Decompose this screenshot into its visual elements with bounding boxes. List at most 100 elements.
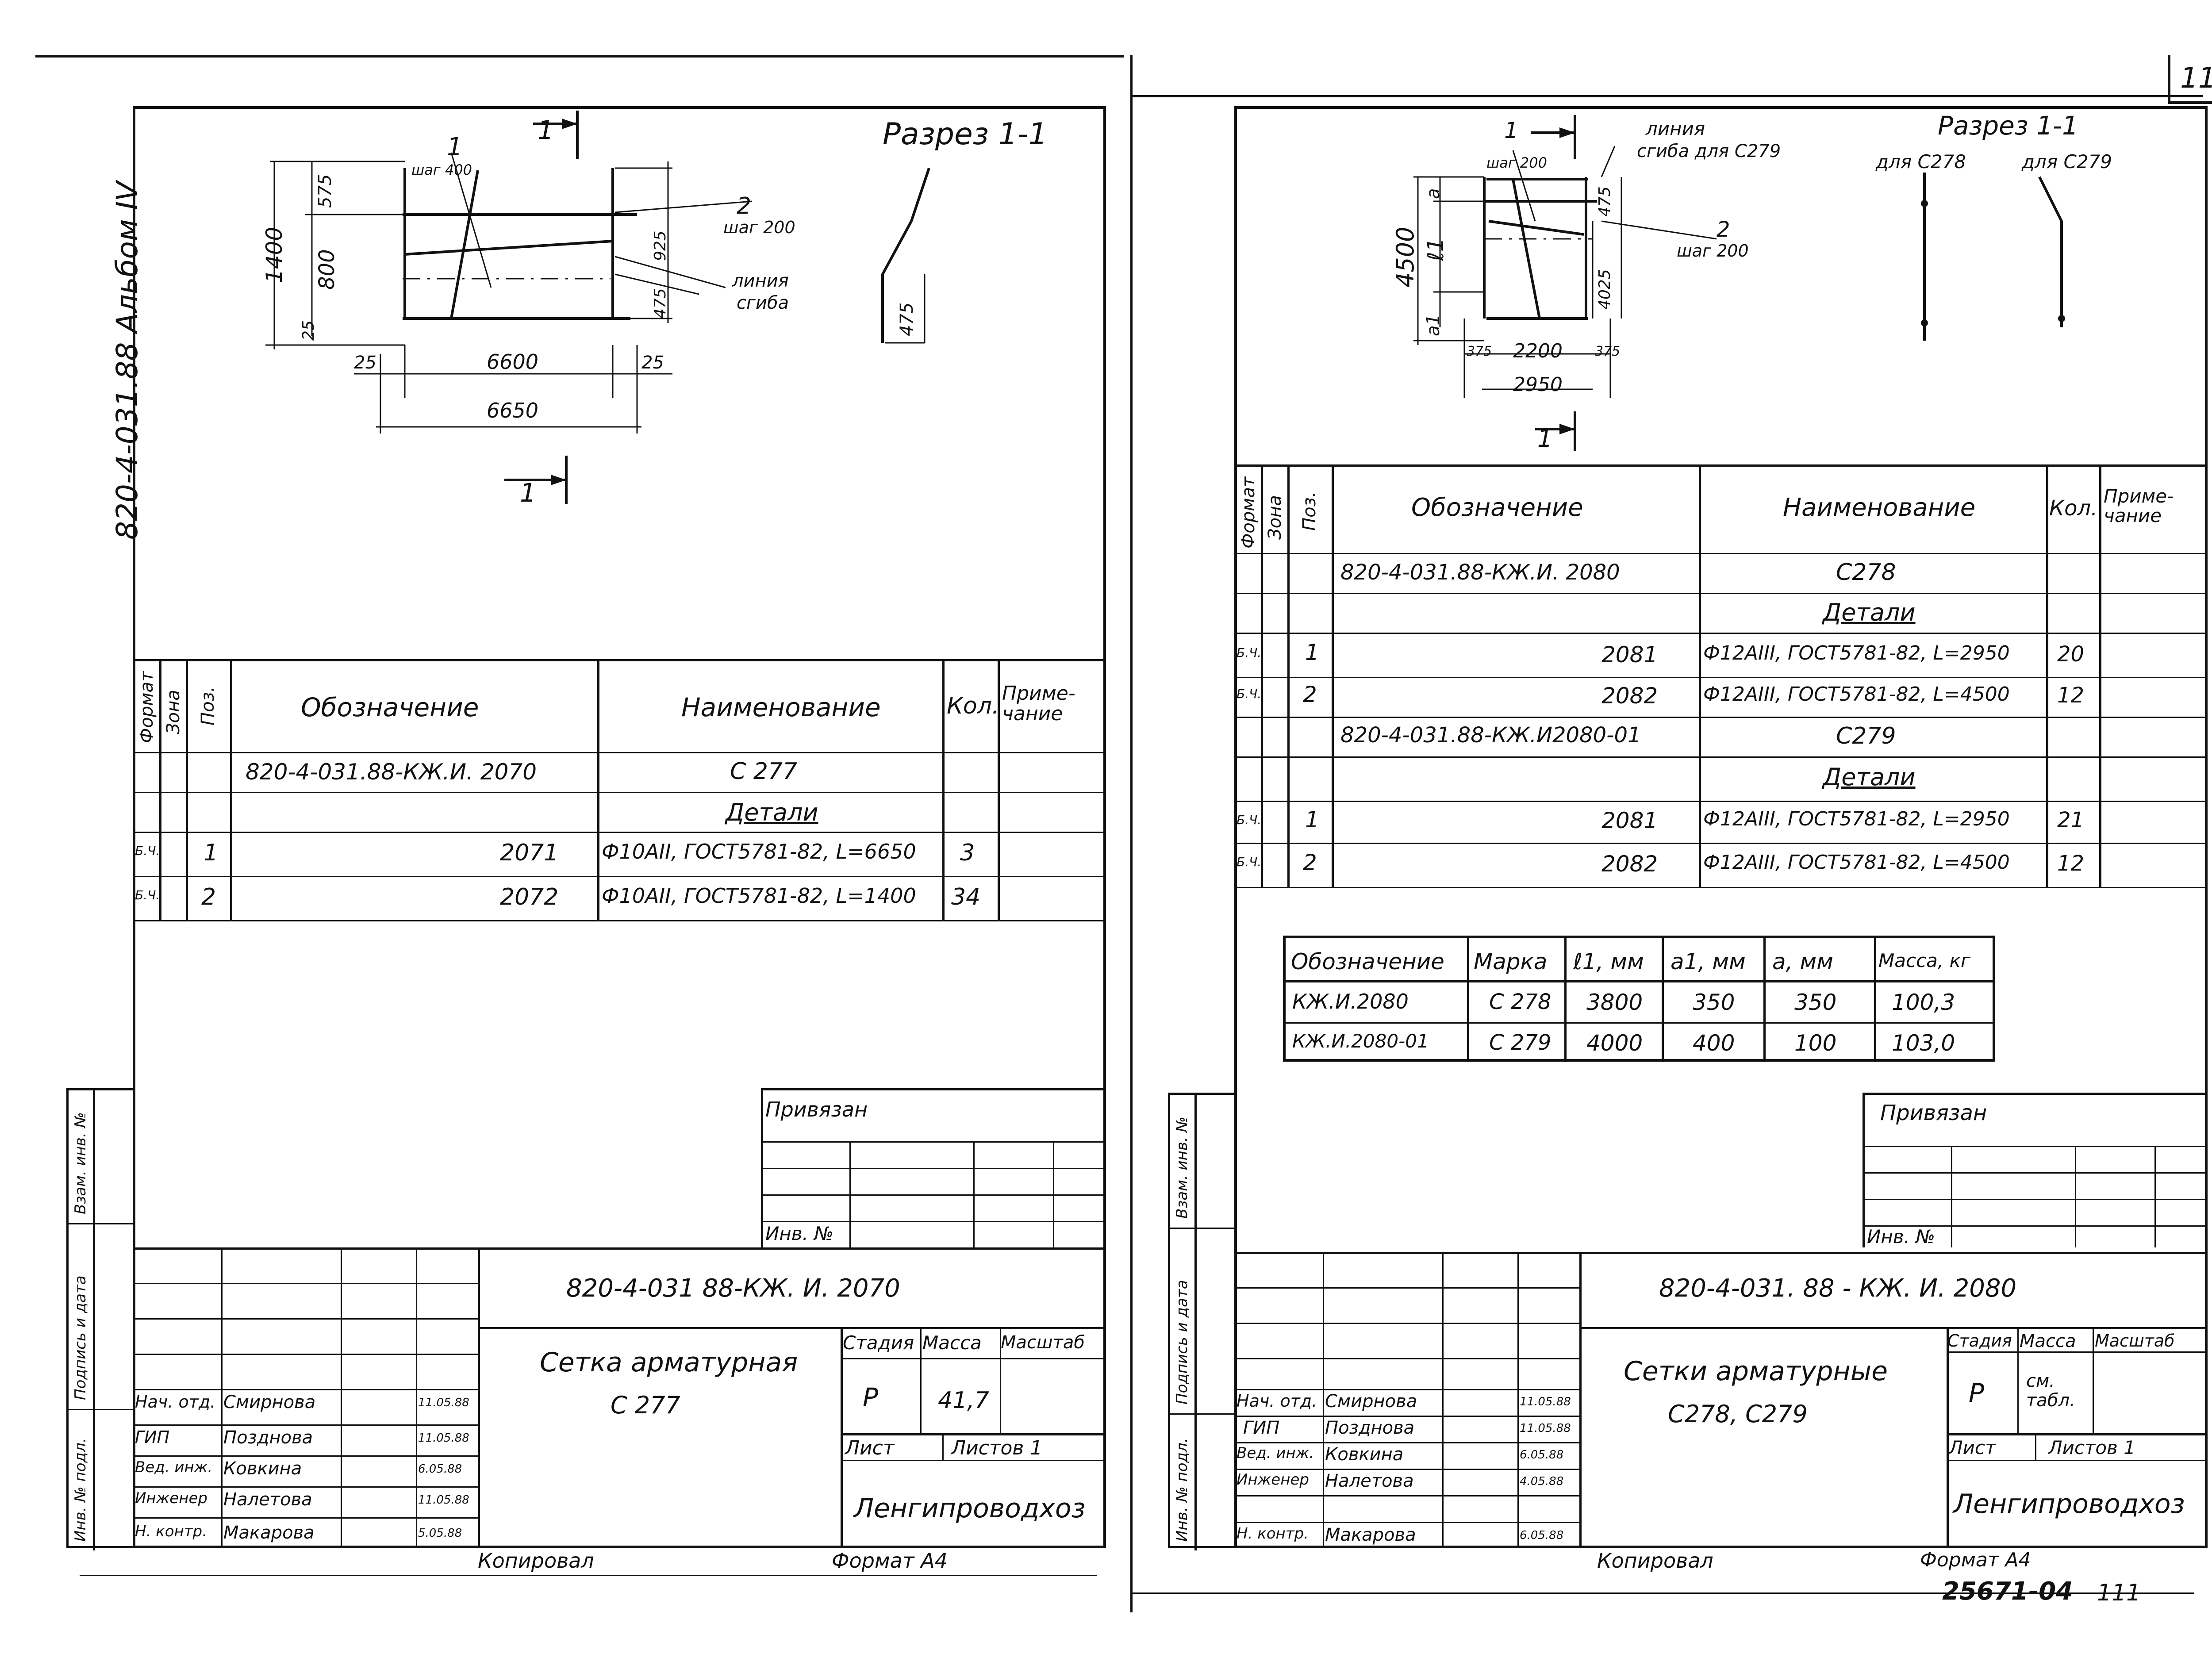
right-row5-designation: 820-4-031.88-КЖ.И2080-01	[1340, 723, 1641, 748]
left-stamp-title-1: Сетка арматурная	[540, 1347, 798, 1378]
right-role-0: Нач. отд.	[1237, 1391, 1317, 1411]
left-privyazan-label: Привязан	[765, 1097, 868, 1121]
right-row3-designation: 2081	[1601, 642, 1658, 668]
left-th-name: Наименование	[681, 692, 881, 722]
right-inv-label: Инв. №	[1867, 1226, 1936, 1247]
right-row7-qty: 21	[2057, 808, 2085, 833]
right-row8-name: Ф12АIII, ГОСТ5781-82, L=4500	[1703, 851, 2010, 874]
left-role-1: ГИП	[135, 1427, 170, 1447]
right-section-title: Разрез 1-1	[1938, 111, 2078, 141]
params-th-0: Обозначение	[1291, 949, 1444, 975]
right-role-4: Н. контр.	[1237, 1525, 1309, 1543]
right-date-0: 11.05.88	[1520, 1395, 1571, 1408]
right-step200b: шаг 200	[1677, 241, 1749, 261]
left-role-3: Инженер	[135, 1489, 207, 1507]
right-row8-designation: 2082	[1601, 851, 1658, 877]
right-dim-2950: 2950	[1513, 373, 1563, 396]
right-copied: Копировал	[1597, 1549, 1713, 1573]
left-name-4: Макарова	[223, 1523, 315, 1543]
right-th-format: Формат	[1238, 476, 1259, 549]
right-dim-2200: 2200	[1513, 340, 1563, 362]
left-step200: шаг 200	[723, 218, 795, 237]
right-dim-375b: 375	[1595, 344, 1621, 359]
right-privyazan-block: Привязан Инв. №	[1863, 1093, 2208, 1247]
left-bend-line-2: сгиба	[737, 293, 789, 313]
params-th-5: Масса, кг	[1878, 950, 1971, 971]
right-date-4: 6.05.88	[1520, 1529, 1564, 1542]
right-dim-4025: 4025	[1596, 269, 1614, 310]
right-th-pos: Поз.	[1299, 491, 1320, 531]
params-r1-c2: 3800	[1586, 990, 1643, 1015]
right-row4-fmt: Б.Ч.	[1237, 687, 1262, 701]
left-spec-table: Формат Зона Поз. Обозначение Наименовани…	[133, 659, 1106, 925]
left-section-title: Разрез 1-1	[883, 117, 1048, 152]
center-fold-line	[1130, 55, 1133, 1612]
right-row8-fmt: Б.Ч.	[1237, 855, 1262, 869]
left-th-designation: Обозначение	[301, 692, 479, 722]
params-r2-c1: С 279	[1489, 1030, 1551, 1055]
left-role-0: Нач. отд.	[135, 1392, 216, 1412]
right-dim-a: а	[1423, 188, 1444, 199]
left-row1-name: С 277	[730, 758, 798, 785]
left-date-0: 11.05.88	[418, 1396, 469, 1409]
top-rule-right	[1133, 95, 2203, 97]
left-stamp-code: 820-4-031 88-КЖ. И. 2070	[566, 1274, 900, 1303]
params-r1-c1: С 278	[1489, 990, 1551, 1014]
right-th-qty: Кол.	[2049, 496, 2098, 521]
right-name-1: Позднова	[1325, 1418, 1415, 1438]
right-for-c278: для С278	[1876, 151, 1966, 173]
left-cut-mark-top: 1	[538, 115, 554, 145]
right-row3-name: Ф12АIII, ГОСТ5781-82, L=2950	[1703, 642, 2010, 664]
left-name-1: Позднова	[223, 1427, 313, 1448]
right-name-0: Смирнова	[1325, 1391, 1417, 1412]
right-sheet-label: Лист	[1949, 1437, 1996, 1458]
right-th-designation: Обозначение	[1411, 493, 1583, 522]
left-row3-pos: 1	[204, 840, 219, 866]
right-th-note: Приме-чание	[2104, 485, 2174, 527]
left-dim-6600: 6600	[487, 350, 539, 374]
params-r2-c4: 100	[1794, 1030, 1837, 1056]
params-r2-c2: 4000	[1586, 1030, 1643, 1056]
params-r2-c5: 103,0	[1892, 1030, 1955, 1056]
left-dim-25a: 25	[354, 353, 376, 373]
left-format: Формат А4	[832, 1549, 948, 1573]
left-bend-line-1: линия	[732, 271, 789, 291]
params-r1-c3: 350	[1693, 990, 1735, 1015]
right-row2-name: Детали	[1823, 599, 1916, 626]
right-dim-375a: 375	[1467, 344, 1492, 359]
right-name-2: Ковкина	[1325, 1444, 1404, 1465]
right-role-2: Вед. инж.	[1237, 1444, 1314, 1462]
left-org: Ленгипроводхоз	[854, 1493, 1086, 1524]
right-side-vzam: Взам. инв. №	[1173, 1117, 1191, 1219]
left-title-block: Нач. отд. Смирнова 11.05.88 ГИП Позднова…	[133, 1247, 1106, 1548]
left-row1-designation: 820-4-031.88-КЖ.И. 2070	[246, 759, 537, 785]
left-dim-25b: 25	[641, 353, 664, 373]
top-rule-left	[35, 55, 1124, 58]
page-number-box: 110	[2168, 55, 2212, 104]
left-role-4: Н. контр.	[135, 1523, 207, 1540]
left-date-1: 11.05.88	[418, 1431, 469, 1445]
archive-number: 25671-04	[1942, 1577, 2073, 1606]
right-role-3: Инженер	[1237, 1471, 1309, 1489]
right-side-inv-podl: Инв. № подл.	[1173, 1438, 1191, 1542]
right-stamp-title-2: С278, С279	[1668, 1400, 1808, 1428]
left-row3-name: Ф10АII, ГОСТ5781-82, L=6650	[602, 840, 916, 863]
params-r2-c0: КЖ.И.2080-01	[1292, 1030, 1429, 1052]
right-dim-l1: ℓ1	[1423, 238, 1448, 261]
bottom-rule-right	[1133, 1592, 2194, 1594]
right-name-3: Налетова	[1325, 1471, 1414, 1491]
right-row7-name: Ф12АIII, ГОСТ5781-82, L=2950	[1703, 808, 2010, 830]
right-sheet-frame	[1234, 106, 2208, 1548]
left-sheet-frame	[133, 106, 1106, 1548]
left-privyazan-block: Привязан Инв. №	[761, 1088, 1106, 1247]
right-name-4: Макарова	[1325, 1525, 1416, 1545]
right-side-podpis: Подпись и дата	[1173, 1280, 1191, 1404]
right-stage-label: Стадия	[1947, 1331, 2012, 1351]
left-role-2: Вед. инж.	[135, 1458, 213, 1476]
params-r2-c3: 400	[1693, 1030, 1735, 1056]
right-mass-value: см. табл.	[2026, 1371, 2075, 1411]
right-th-name: Наименование	[1783, 493, 1976, 522]
right-privyazan-label: Привязан	[1880, 1101, 1987, 1125]
